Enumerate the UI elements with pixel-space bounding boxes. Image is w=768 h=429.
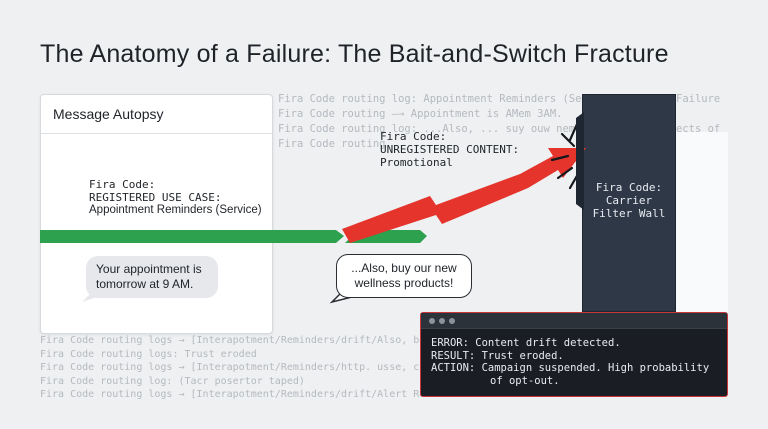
service-flow-arrow — [40, 230, 344, 243]
log-line: Fira Code routing logs: Trust eroded — [40, 348, 257, 360]
log-line: Fira Code routing — [278, 138, 386, 150]
terminal-output: ERROR: Content drift detected. RESULT: T… — [421, 329, 727, 395]
wall-label: Fira Code: Carrier Filter Wall — [583, 181, 675, 220]
wall-label-line: Fira Code: — [595, 181, 663, 194]
log-line: Fira Code routing —→ Appointment is AMem… — [278, 108, 563, 120]
carrier-filter-wall: Fira Code: Carrier Filter Wall — [582, 94, 676, 312]
log-line: Fira Code routing log: ...Also, ... suy … — [278, 123, 588, 135]
terminal-line: ACTION: Campaign suspended. High probabi… — [431, 362, 710, 374]
log-line: Fira Code routing logs → [Interapotment/… — [40, 335, 432, 346]
background-log-bottom: Fira Code routing logs → [Interapotment/… — [40, 334, 431, 402]
log-line: Failure — [676, 93, 721, 105]
log-line: Fira Code routing logs → [Interapotment/… — [40, 362, 432, 373]
unregistered-content-label: Fira Code: UNREGISTERED CONTENT: Promoti… — [380, 130, 519, 169]
label-line: Appointment Reminders (Service) — [89, 204, 262, 216]
autopsy-title: Message Autopsy — [53, 106, 164, 122]
window-dot-icon — [429, 318, 435, 324]
wall-edge-crack — [576, 112, 584, 210]
drift-arrow — [342, 148, 586, 243]
label-line: Fira Code: — [89, 178, 156, 191]
log-line: Fira Code routing logs → [Interapotment/… — [40, 389, 426, 400]
log-line: Fira Code routing log: Appointment Remin… — [278, 93, 601, 105]
label-line: UNREGISTERED CONTENT: — [380, 143, 520, 156]
log-line: Fira Code routing log: (Tacr posertor ta… — [40, 375, 305, 387]
background-log-top: Fira Code routing log: Appointment Remin… — [278, 92, 600, 152]
terminal-line: RESULT: Trust eroded. — [431, 349, 564, 362]
wall-label-line: Carrier — [605, 194, 653, 207]
divider — [41, 133, 272, 134]
label-line: Promotional — [380, 156, 453, 169]
window-dot-icon — [449, 318, 455, 324]
registered-use-case-label: Fira Code: REGISTERED USE CASE: Appointm… — [89, 178, 262, 217]
error-terminal: ERROR: Content drift detected. RESULT: T… — [420, 312, 728, 397]
label-line: REGISTERED USE CASE: — [89, 191, 222, 204]
terminal-line: of opt-out. — [490, 374, 560, 387]
right-panel — [676, 132, 728, 312]
page-title: The Anatomy of a Failure: The Bait-and-S… — [40, 40, 669, 68]
wall-label-line: Filter Wall — [592, 207, 666, 220]
label-line: Fira Code: — [380, 130, 447, 143]
service-message-bubble: Your appointment is tomorrow at 9 AM. — [86, 256, 218, 298]
terminal-line: ERROR: Content drift detected. — [431, 337, 621, 349]
terminal-titlebar — [421, 313, 727, 329]
window-dot-icon — [439, 318, 445, 324]
promo-message-bubble: ...Also, buy our new wellness products! — [336, 254, 472, 298]
